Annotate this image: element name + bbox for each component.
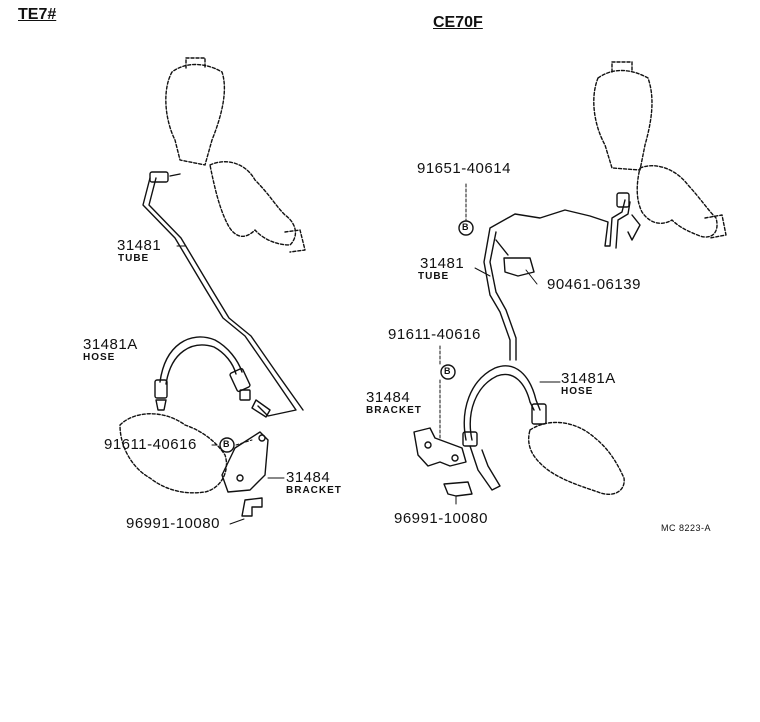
right-tube-name: TUBE [418, 271, 450, 282]
right-bolt-marker-letter: B [444, 366, 452, 376]
left-clip-part: 96991-10080 [126, 515, 220, 532]
drawing-code: MC 8223-A [661, 523, 712, 533]
right-bolt-markers [440, 220, 474, 380]
left-tube-part: 31481 [117, 237, 162, 254]
right-header: CE70F [433, 14, 483, 31]
right-bolt-top-marker-letter: B [462, 222, 470, 232]
left-caliper [119, 413, 228, 494]
left-clip-96991 [241, 497, 263, 517]
left-bolt-marker [219, 437, 235, 453]
right-bracket-part: 31484 [366, 389, 411, 406]
right-leaders [439, 183, 561, 505]
right-bracket-name: BRACKET [366, 405, 422, 416]
left-hose-part: 31481A [83, 336, 138, 353]
right-bolt-part: 91611-40616 [388, 326, 481, 343]
left-hose-name: HOSE [83, 352, 116, 363]
right-clamp-90461 [495, 239, 535, 277]
left-header: TE7# [18, 6, 57, 23]
right-caliper [528, 421, 625, 496]
right-hose-31481A [462, 365, 547, 491]
right-clip-96991 [443, 481, 473, 497]
right-clip-part: 96991-10080 [394, 510, 488, 527]
right-master-cylinder [593, 61, 727, 239]
left-bolt-marker-letter: B [223, 439, 231, 449]
right-hose-part: 31481A [561, 370, 616, 387]
left-bracket-part: 31484 [286, 469, 331, 486]
right-tube-31481 [483, 192, 641, 361]
left-master-cylinder [165, 57, 306, 253]
left-hose-31481A [154, 336, 251, 411]
left-tube-name: TUBE [118, 253, 150, 264]
left-bracket-name: BRACKET [286, 485, 342, 496]
left-tube-31481 [142, 171, 304, 418]
right-bracket-31484 [413, 427, 467, 467]
right-bolt-top-part: 91651-40614 [417, 160, 511, 177]
right-tube-part: 31481 [420, 255, 465, 272]
right-hose-name: HOSE [561, 386, 594, 397]
left-bolt-part: 91611-40616 [104, 436, 197, 453]
left-leaders [176, 245, 285, 525]
right-clamp-part: 90461-06139 [547, 276, 641, 293]
left-bracket-31484 [221, 431, 269, 493]
